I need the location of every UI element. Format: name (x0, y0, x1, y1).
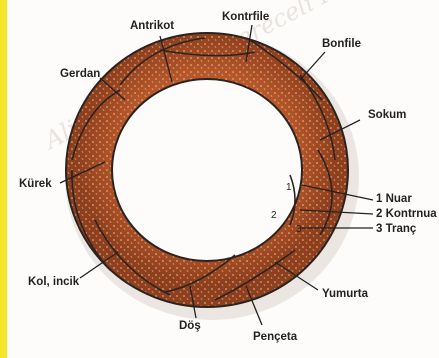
label-gerdan: Gerdan (60, 68, 100, 81)
label-sokum: Sokum (368, 109, 406, 122)
label-yumurta: Yumurta (322, 288, 368, 301)
label-kontrnua: 2 Kontrnua (376, 208, 437, 221)
label-nuar: 1 Nuar (376, 193, 412, 206)
ring-number-3: 3 (296, 224, 302, 235)
ring-number-1: 1 (286, 182, 292, 193)
label-bonfile: Bonfile (322, 38, 361, 51)
label-kontrfile: Kontrfile (222, 11, 269, 24)
ring-number-2: 2 (271, 210, 277, 221)
label-antrikot: Antrikot (130, 20, 174, 33)
label-dos: Döş (179, 320, 201, 333)
label-penceta: Pençeta (253, 331, 297, 344)
label-kol-incik: Kol, incik (28, 276, 79, 289)
label-kurek: Kürek (19, 178, 52, 191)
label-tranc: 3 Tranç (376, 223, 416, 236)
ring-inner-outline (112, 79, 302, 261)
